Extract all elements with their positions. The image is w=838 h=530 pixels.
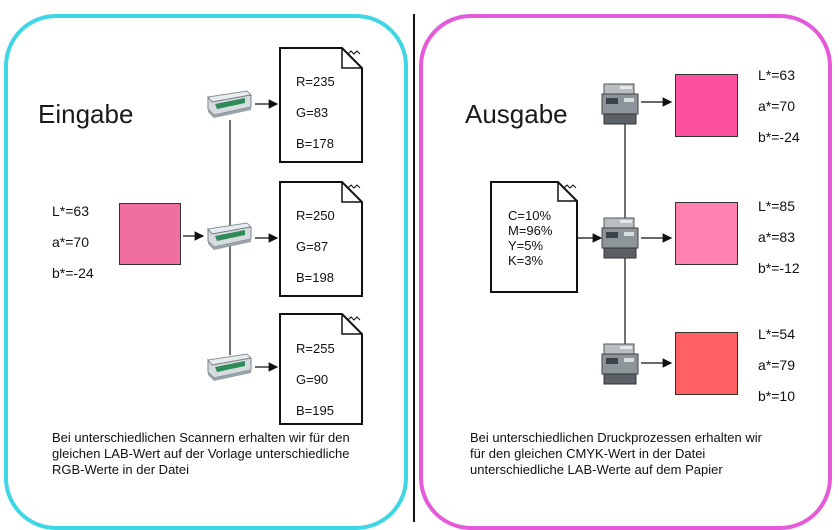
printer-icon: [601, 83, 639, 125]
lab-l-value: L*=54: [758, 326, 795, 342]
b-value: B=178: [296, 136, 334, 151]
document-icon: [279, 313, 363, 425]
rgb-values-3: R=255 G=90 B=195: [296, 333, 335, 426]
lab-a-value: a*=70: [758, 98, 795, 114]
b-value: B=195: [296, 403, 334, 418]
r-value: R=255: [296, 341, 335, 356]
printer-icon: [601, 343, 639, 385]
output-color-swatch-3: [675, 332, 738, 395]
output-caption: Bei unterschiedlichen Druckprozessen erh…: [470, 430, 762, 477]
output-lab-values-3: L*=54 a*=79 b*=10: [758, 319, 795, 412]
lab-b-value: b*=10: [758, 388, 795, 404]
document-icon: [279, 181, 363, 297]
lab-b-value: b*=-12: [758, 260, 800, 276]
g-value: G=83: [296, 105, 329, 120]
r-value: R=235: [296, 74, 335, 89]
lab-a-value: a*=83: [758, 229, 795, 245]
rgb-values-1: R=235 G=83 B=178: [296, 66, 335, 159]
lab-l-value: L*=63: [52, 203, 89, 219]
g-value: G=87: [296, 239, 329, 254]
output-lab-values-2: L*=85 a*=83 b*=-12: [758, 191, 800, 284]
input-heading: Eingabe: [38, 99, 134, 129]
lab-l-value: L*=85: [758, 198, 795, 214]
scanner-icon: [207, 353, 253, 381]
center-divider: [413, 14, 415, 522]
lab-a-value: a*=79: [758, 357, 795, 373]
document-icon: [490, 181, 578, 293]
b-value: B=198: [296, 270, 334, 285]
y-value: Y=5%: [508, 238, 544, 253]
output-heading: Ausgabe: [465, 99, 568, 129]
scanner-icon: [207, 222, 253, 250]
rgb-values-2: R=250 G=87 B=198: [296, 200, 335, 293]
printer-icon: [601, 217, 639, 259]
scanner-icon: [207, 90, 253, 118]
m-value: M=96%: [508, 223, 553, 238]
document-icon: [279, 47, 363, 163]
output-lab-values-1: L*=63 a*=70 b*=-24: [758, 60, 800, 153]
c-value: C=10%: [508, 208, 551, 223]
r-value: R=250: [296, 208, 335, 223]
k-value: K=3%: [508, 253, 544, 268]
input-lab-values: L*=63 a*=70 b*=-24: [52, 196, 94, 289]
lab-a-value: a*=70: [52, 234, 89, 250]
output-color-swatch-1: [675, 74, 738, 137]
cmyk-values: C=10% M=96% Y=5% K=3%: [508, 208, 552, 268]
lab-l-value: L*=63: [758, 67, 795, 83]
input-color-swatch: [119, 203, 181, 265]
lab-b-value: b*=-24: [758, 129, 800, 145]
lab-b-value: b*=-24: [52, 265, 94, 281]
input-caption: Bei unterschiedlichen Scannern erhalten …: [52, 430, 350, 477]
output-color-swatch-2: [675, 202, 738, 265]
g-value: G=90: [296, 372, 329, 387]
